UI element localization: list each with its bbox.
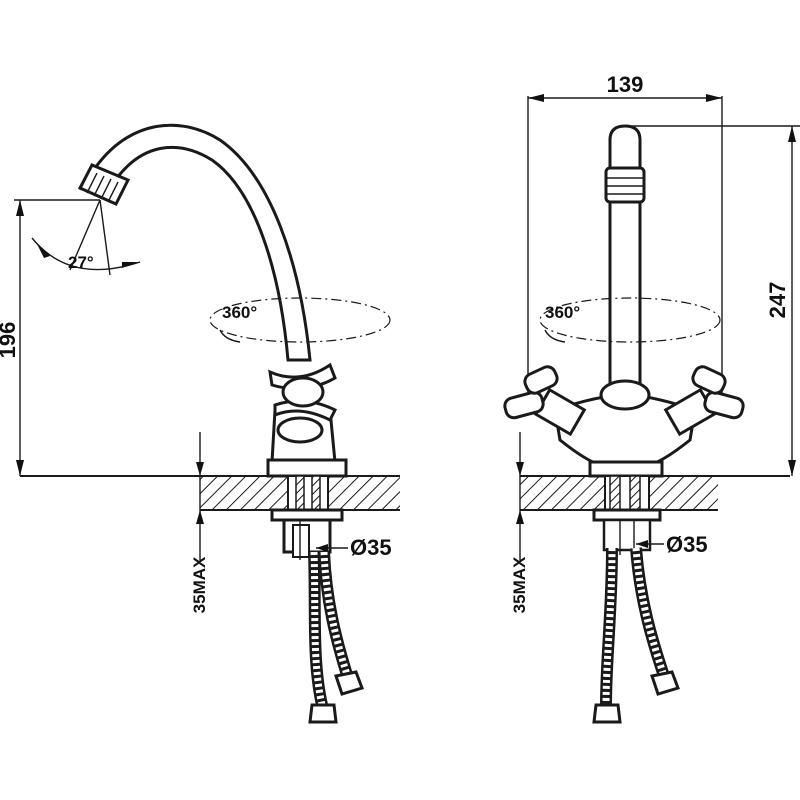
cross-handle [268,362,338,444]
spout-vertical [608,124,642,392]
right-cross-handle [663,365,745,437]
height-label: 196 [0,322,20,359]
front-view: 139 247 360° [503,72,800,724]
front-base-flange [588,460,664,478]
left-cross-handle [503,365,587,437]
front-hose-nut-left [592,703,622,724]
front-hole-diameter-label: Ø35 [666,532,708,557]
hole-diameter-label: Ø35 [350,535,392,560]
front-swivel-ellipse [539,297,721,343]
supply-hoses [308,551,364,724]
base-flange [266,458,348,478]
aerator [77,163,131,206]
swivel-ellipse [209,297,391,343]
spout-collar [599,379,651,411]
front-swivel-label: 360° [545,303,580,322]
max-thickness-label: 35MAX [190,556,209,613]
curved-spout [93,123,312,362]
width-label: 139 [607,72,644,97]
front-height-label: 247 [765,282,790,319]
spray-angle-indicator: 27° [31,199,141,276]
front-mounting-hardware [592,475,662,555]
hose-nut-left [308,703,338,724]
front-aerator [604,166,646,204]
front-hose-nut-right [650,670,680,696]
spray-angle-label: 27° [68,253,94,272]
front-max-thickness-label: 35MAX [510,556,529,613]
swivel-label: 360° [222,303,257,322]
front-supply-hoses [592,547,680,724]
hose-nut-right [334,670,364,696]
side-view: 196 27° 360° [0,123,400,724]
